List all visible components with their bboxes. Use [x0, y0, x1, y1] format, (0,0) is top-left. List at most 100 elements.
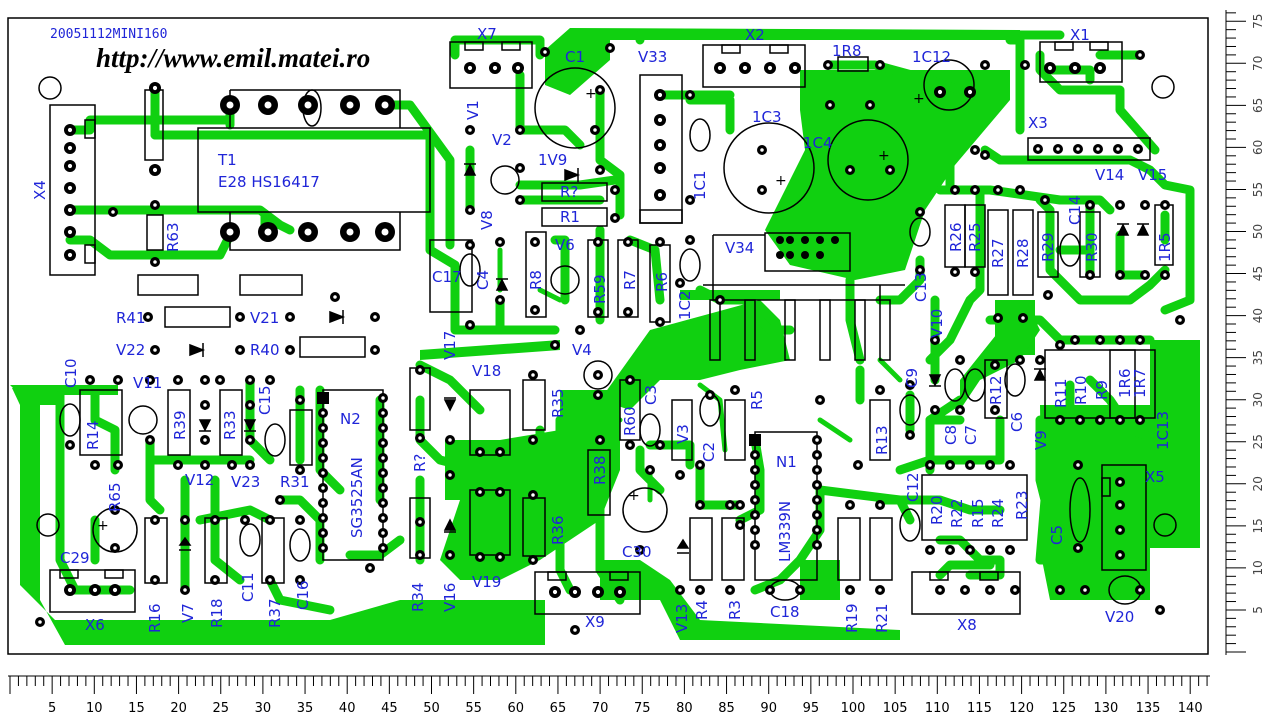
- pad-hole: [1008, 463, 1012, 467]
- pad-hole: [278, 498, 282, 502]
- ruler-bottom-label: 105: [883, 701, 908, 716]
- label-X1: X1: [1070, 26, 1090, 44]
- ruler-right-label: 60: [1251, 140, 1265, 155]
- pad-hole: [1118, 203, 1122, 207]
- author-url: http://www.emil.matei.ro: [96, 43, 370, 73]
- pad-hole: [928, 548, 932, 552]
- pad-hole: [1013, 588, 1017, 592]
- label-R35: R35: [549, 388, 567, 418]
- pad: [831, 236, 839, 244]
- label-R27: R27: [989, 238, 1007, 268]
- label-X7: X7: [477, 25, 497, 43]
- label-R21: R21: [873, 603, 891, 633]
- label-V15: V15: [1138, 166, 1167, 184]
- ruler-bottom-label: 15: [128, 701, 145, 716]
- pad-hole: [448, 438, 452, 442]
- pad-hole: [148, 378, 152, 382]
- pad-hole: [264, 101, 272, 109]
- label-R15: R15: [969, 498, 987, 528]
- pad-hole: [381, 516, 385, 520]
- ruler-bottom-label: 75: [634, 701, 651, 716]
- label-1R5: 1R5: [1156, 232, 1174, 262]
- ruler-right-label: 50: [1251, 224, 1265, 239]
- diode-symbols: [178, 163, 1150, 554]
- pad-hole: [1076, 147, 1080, 151]
- ruler-bottom-label: 115: [967, 701, 992, 716]
- pad-hole: [598, 168, 602, 172]
- ruler-bottom-label: 50: [423, 701, 440, 716]
- ruler-right-label: 65: [1251, 98, 1265, 113]
- pad-hole: [1083, 588, 1087, 592]
- pad-hole: [738, 523, 742, 527]
- label-R16: R16: [146, 603, 164, 633]
- ruler-bottom-label: 40: [339, 701, 356, 716]
- pad-hole: [498, 490, 502, 494]
- pad-hole: [213, 518, 217, 522]
- label-C18: C18: [770, 603, 800, 621]
- ruler-right-label: 70: [1251, 56, 1265, 71]
- pad-hole: [381, 456, 385, 460]
- pad-hole: [533, 308, 537, 312]
- pad-hole: [248, 438, 252, 442]
- pad-hole: [418, 368, 422, 372]
- pad-hole: [698, 588, 702, 592]
- ruler-right-label: 10: [1251, 560, 1265, 575]
- pad-hole: [203, 403, 207, 407]
- pad-hole: [321, 426, 325, 430]
- label-1C4: 1C4: [803, 134, 833, 152]
- pad-hole: [304, 228, 312, 236]
- pad-hole: [492, 65, 498, 71]
- label-V22: V22: [116, 341, 145, 359]
- pad-hole: [996, 188, 1000, 192]
- label-V13: V13: [673, 604, 691, 633]
- pad-hole: [381, 546, 385, 550]
- pad-hole: [203, 463, 207, 467]
- label-V11: V11: [133, 374, 162, 392]
- pad-hole: [760, 188, 764, 192]
- svg-text:+: +: [585, 86, 597, 102]
- pad-hole: [381, 471, 385, 475]
- label-R7: R7: [621, 270, 639, 290]
- pad-hole: [183, 518, 187, 522]
- pad-hole: [321, 411, 325, 415]
- label-R12: R12: [987, 375, 1005, 405]
- label-R14: R14: [84, 420, 102, 450]
- pad-hole: [1118, 553, 1122, 557]
- pad-hole: [928, 463, 932, 467]
- pad-hole: [67, 252, 73, 258]
- pad-hole: [531, 438, 535, 442]
- pad-hole: [598, 438, 602, 442]
- ruler-right-label: 45: [1251, 266, 1265, 281]
- label-C4: C4: [474, 270, 492, 290]
- ruler-right-label: 20: [1251, 476, 1265, 491]
- label-1R7: 1R7: [1131, 368, 1149, 398]
- pad-hole: [298, 468, 302, 472]
- pad-hole: [688, 198, 692, 202]
- label-C15: C15: [256, 385, 274, 415]
- mounting-holes: [36, 75, 1177, 537]
- pad-hole: [381, 486, 385, 490]
- pad-hole: [626, 310, 630, 314]
- pad-hole: [112, 587, 118, 593]
- label-C7: C7: [962, 425, 980, 445]
- pad-hole: [815, 453, 819, 457]
- pad-hole: [958, 358, 962, 362]
- label-C14: C14: [1066, 195, 1084, 225]
- pad-hole: [468, 323, 472, 327]
- label-V21: V21: [250, 309, 279, 327]
- label-SG3525AN: SG3525AN: [348, 457, 366, 538]
- label-R59: R59: [591, 274, 609, 304]
- pad-hole: [742, 65, 748, 71]
- pad-hole: [67, 207, 73, 213]
- pad-hole: [67, 229, 73, 235]
- label-R60: R60: [621, 406, 639, 436]
- pad-hole: [657, 117, 663, 123]
- polarity-marks: + + + + + +: [97, 86, 925, 534]
- pad-hole: [478, 555, 482, 559]
- pad-hole: [1036, 147, 1040, 151]
- pad-hole: [878, 588, 882, 592]
- pad-hole: [1163, 273, 1167, 277]
- pad-hole: [1118, 338, 1122, 342]
- label-R22: R22: [948, 498, 966, 528]
